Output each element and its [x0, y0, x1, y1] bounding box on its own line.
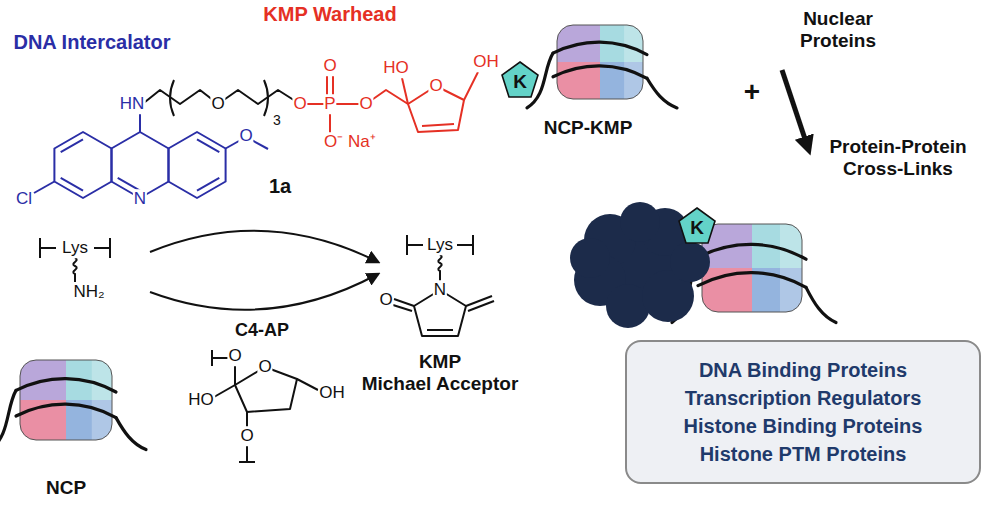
atom-label: O [378, 290, 393, 310]
residue-letter: K [690, 213, 704, 239]
atom-label: O [210, 94, 225, 114]
plus-sign: + [743, 76, 761, 108]
kmp-lactam [393, 235, 494, 336]
kmp-warhead [300, 72, 478, 134]
lesion-label: C4-AP [234, 320, 290, 341]
section-title: KMP Warhead [262, 3, 397, 26]
lysine-pentagon: K [500, 60, 540, 100]
atom-label: O [227, 346, 242, 366]
atom-label: N [133, 189, 147, 209]
atom-label: N [433, 280, 447, 300]
c4ap-sugar [212, 350, 318, 462]
atom-label: OH [472, 52, 500, 72]
repeat-count: 3 [272, 112, 282, 128]
nucleosome-label: NCP [45, 477, 87, 499]
section-title: DNA Intercalator [12, 31, 171, 54]
atom-label: HO [382, 58, 410, 78]
atom-label: P [323, 94, 336, 114]
atom-label: HO [187, 390, 215, 410]
product-label: KMP [418, 351, 462, 373]
atom-label: O [239, 426, 254, 446]
atom-label: O [257, 357, 272, 377]
lysine-pentagon: K [677, 206, 717, 246]
residue-letter: K [513, 67, 527, 93]
crosslink-arrow [782, 70, 808, 148]
atom-label: NH₂ [72, 282, 105, 302]
atom-label: O [292, 94, 307, 114]
lysine-left [40, 238, 110, 282]
protein-class: Histone PTM Proteins [637, 440, 969, 468]
nucleosome [0, 360, 146, 450]
nucleosome [527, 25, 677, 108]
nucleosome-label: NCP-KMP [543, 117, 634, 139]
reaction-arrows [150, 231, 378, 310]
atom-label: OH [318, 383, 346, 403]
atom-label: O⁻ Na⁺ [323, 132, 377, 152]
atom-label: O [358, 94, 373, 114]
product-label: Michael Acceptor [361, 373, 520, 395]
atom-label: HN [119, 94, 146, 114]
atom-label: O [428, 76, 443, 96]
result-label: Protein-Protein Cross-Links [812, 136, 984, 180]
protein-class: Transcription Regulators [637, 384, 969, 412]
atom-label: O [322, 56, 337, 76]
reagent-label: Nuclear Proteins [772, 8, 904, 52]
residue-label: Lys [61, 238, 89, 258]
atom-label: O [238, 126, 253, 146]
compound-number: 1a [268, 175, 292, 198]
atom-label: Cl [15, 189, 33, 209]
acridine-rings [34, 108, 268, 198]
residue-label: Lys [426, 235, 454, 255]
protein-class-box: DNA Binding ProteinsTranscription Regula… [625, 340, 981, 484]
protein-class: Histone Binding Proteins [637, 412, 969, 440]
peg-linker [140, 80, 300, 116]
protein-class: DNA Binding Proteins [637, 356, 969, 384]
